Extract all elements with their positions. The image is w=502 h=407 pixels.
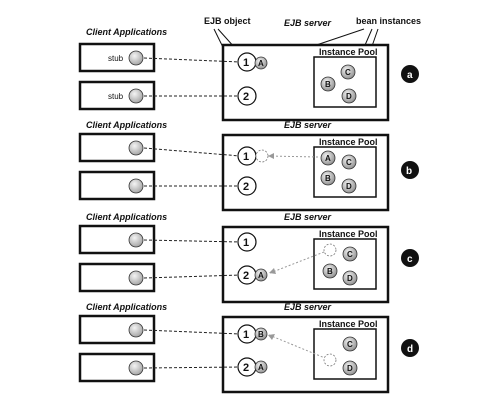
bean-instance-label: D bbox=[346, 92, 352, 101]
bean-instance-icon bbox=[254, 360, 268, 374]
remote-reference-line bbox=[143, 274, 241, 279]
empty-bean-slot-icon bbox=[255, 149, 269, 163]
arrowhead-icon bbox=[269, 268, 276, 274]
empty-bean-slot-icon bbox=[323, 353, 337, 367]
ejb-object-number: 2 bbox=[243, 91, 249, 103]
ejb-object-number: 1 bbox=[243, 57, 249, 69]
bean-instance-label: D bbox=[347, 274, 353, 283]
bean-instance-icon bbox=[254, 56, 268, 70]
bean-instance-label: A bbox=[258, 363, 264, 372]
stub-icon bbox=[128, 50, 144, 66]
remote-reference-line bbox=[143, 57, 241, 63]
client-applications-label: Client Applications bbox=[86, 302, 167, 312]
stub-icon bbox=[128, 140, 144, 156]
client-applications-label: Client Applications bbox=[86, 212, 167, 222]
bean-instances-callout: bean instances bbox=[356, 16, 421, 26]
assignment-arrow bbox=[267, 155, 319, 158]
ejb-object-number: 1 bbox=[243, 329, 249, 341]
remote-reference-line bbox=[143, 239, 241, 243]
bean-instance-icon bbox=[342, 246, 358, 262]
bean-instance-label: A bbox=[258, 271, 264, 280]
remote-reference-line bbox=[143, 147, 241, 157]
ejb-object-number: 2 bbox=[243, 181, 249, 193]
bean-instance-icon bbox=[320, 170, 336, 186]
bean-instance-icon bbox=[342, 336, 358, 352]
bean-instance-label: B bbox=[325, 174, 331, 183]
ejb-object-number: 2 bbox=[243, 362, 249, 374]
assignment-arrow bbox=[269, 251, 325, 274]
bean-instance-label: C bbox=[347, 250, 353, 259]
bean-instance-icon bbox=[341, 154, 357, 170]
panel-tag-icon bbox=[401, 65, 419, 83]
panel-tag: d bbox=[407, 344, 413, 355]
stub-icon bbox=[128, 360, 144, 376]
panel-b: Client Applications EJB server Instance … bbox=[78, 120, 419, 212]
stub-icon bbox=[128, 88, 144, 104]
ejb-object-number: 2 bbox=[243, 270, 249, 282]
ejb-object-number: 1 bbox=[243, 151, 249, 163]
bean-instance-label: B bbox=[258, 330, 264, 339]
stub-icon bbox=[128, 178, 144, 194]
panel-tag: a bbox=[407, 70, 413, 81]
bean-instance-label: C bbox=[345, 68, 351, 77]
bean-instance-icon bbox=[320, 150, 336, 166]
instance-pool-label: Instance Pool bbox=[319, 47, 378, 57]
ejb-object-icon bbox=[237, 232, 257, 252]
client-application-box bbox=[78, 42, 156, 73]
ejb-server-label: EJB server bbox=[284, 120, 332, 130]
stub-label: stub bbox=[108, 54, 124, 63]
bean-instance-icon bbox=[342, 360, 358, 376]
bean-instance-icon bbox=[254, 268, 268, 282]
panel-tag: c bbox=[407, 254, 413, 265]
stub-label: stub bbox=[108, 92, 124, 101]
bean-instance-label: B bbox=[325, 80, 331, 89]
bean-instance-label: D bbox=[346, 182, 352, 191]
arrowhead-icon bbox=[268, 334, 275, 340]
bean-instance-label: D bbox=[347, 364, 353, 373]
instance-pool-label: Instance Pool bbox=[319, 137, 378, 147]
ejb-server-label: EJB server bbox=[284, 302, 332, 312]
bean-instance-icon bbox=[342, 270, 358, 286]
remote-reference-line bbox=[143, 366, 241, 369]
panel-d: Client Applications EJB server Instance … bbox=[78, 302, 419, 394]
client-applications-label: Client Applications bbox=[86, 120, 167, 130]
stub-icon bbox=[128, 322, 144, 338]
panel-a: Client Applications EJB server EJB objec… bbox=[78, 16, 421, 122]
panel-tag-icon bbox=[401, 249, 419, 267]
ejb-object-icon bbox=[237, 176, 257, 196]
instance-pool-label: Instance Pool bbox=[319, 319, 378, 329]
instance-pool-label: Instance Pool bbox=[319, 229, 378, 239]
panel-c: Client Applications EJB server Instance … bbox=[78, 212, 419, 304]
arrowhead-icon bbox=[268, 153, 274, 159]
bean-instance-icon bbox=[341, 178, 357, 194]
bean-instance-icon bbox=[320, 76, 336, 92]
bean-instance-label: A bbox=[258, 59, 264, 68]
client-application-box bbox=[78, 132, 156, 163]
bean-instance-label: C bbox=[347, 340, 353, 349]
bean-instance-icon bbox=[340, 64, 356, 80]
ejb-object-icon bbox=[237, 86, 257, 106]
remote-reference-line bbox=[143, 329, 241, 335]
bean-instance-label: C bbox=[346, 158, 352, 167]
panel-tag-icon bbox=[401, 339, 419, 357]
bean-instance-icon bbox=[322, 263, 338, 279]
bean-instance-icon bbox=[341, 88, 357, 104]
ejb-object-number: 1 bbox=[243, 237, 249, 249]
stub-icon bbox=[128, 232, 144, 248]
bean-instance-label: A bbox=[325, 154, 331, 163]
client-applications-label: Client Applications bbox=[86, 27, 167, 37]
ejb-server-label: EJB server bbox=[284, 18, 332, 28]
panel-tag-icon bbox=[401, 161, 419, 179]
ejb-object-callout: EJB object bbox=[204, 16, 251, 26]
bean-instance-label: B bbox=[327, 267, 333, 276]
empty-bean-slot-icon bbox=[323, 243, 337, 257]
panel-tag: b bbox=[406, 166, 412, 177]
stub-icon bbox=[128, 270, 144, 286]
ejb-server-label: EJB server bbox=[284, 212, 332, 222]
bean-instance-icon bbox=[254, 327, 268, 341]
